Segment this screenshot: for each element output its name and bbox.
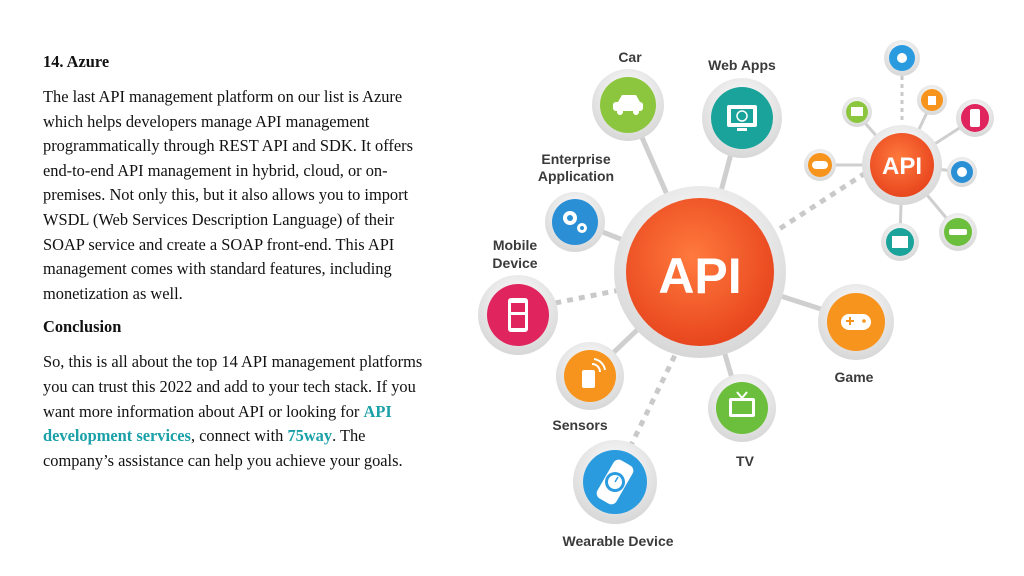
mini-gears-node xyxy=(947,157,977,187)
wearable-node xyxy=(573,440,657,524)
conclusion-paragraph: So, this is all about the top 14 API man… xyxy=(43,350,438,473)
mini-monitor-icon xyxy=(851,107,863,116)
watch-icon xyxy=(596,459,634,505)
mini-api-hub: API xyxy=(862,125,942,205)
75way-link[interactable]: 75way xyxy=(287,426,333,446)
mini-phone-node xyxy=(956,99,994,137)
mini-tv-node xyxy=(881,223,919,261)
tv-label: TV xyxy=(736,453,755,469)
game-node xyxy=(818,284,894,360)
conclusion-text-1: So, this is all about the top 14 API man… xyxy=(43,352,423,421)
mobile-label-2: Device xyxy=(492,255,537,271)
conclusion-heading: Conclusion xyxy=(43,317,122,337)
phone-icon xyxy=(508,298,528,332)
sensors-label: Sensors xyxy=(552,417,607,433)
mini-monitor-node xyxy=(842,97,872,127)
web-apps-label: Web Apps xyxy=(708,57,776,73)
mini-car-node xyxy=(939,213,977,251)
mini-watch-icon xyxy=(897,53,907,63)
sensor-icon xyxy=(582,358,606,388)
web-apps-node xyxy=(702,78,782,158)
api-development-services-link[interactable]: API development services xyxy=(43,401,392,446)
api-hub-label: API xyxy=(658,248,741,304)
tv-icon xyxy=(729,391,755,417)
mini-wearable-node xyxy=(884,40,920,76)
mini-gamepad-icon xyxy=(812,161,828,169)
mini-sensor-node xyxy=(917,85,947,115)
mini-tv-icon xyxy=(892,236,908,248)
api-hub: API xyxy=(614,186,786,358)
car-label: Car xyxy=(618,49,642,65)
enterprise-label-1: Enterprise xyxy=(541,151,610,167)
mini-sensor-icon xyxy=(928,96,936,105)
mini-gamepad-node xyxy=(804,149,836,181)
enterprise-label-2: Application xyxy=(538,168,614,184)
tv-node xyxy=(708,374,776,442)
article-text: 14. Azure The last API management platfo… xyxy=(43,52,438,484)
mini-gears-icon xyxy=(957,167,967,177)
mobile-label-1: Mobile xyxy=(493,237,538,253)
section-heading: 14. Azure xyxy=(43,52,110,71)
enterprise-node xyxy=(545,192,605,252)
gears-icon xyxy=(563,211,587,233)
car-node xyxy=(592,69,664,141)
gamepad-icon xyxy=(841,314,871,330)
sensors-node xyxy=(556,342,624,410)
conclusion-text-3: . The company’s assistance can help you … xyxy=(43,426,403,470)
monitor-icon xyxy=(727,105,757,131)
conclusion-text-2: , connect with xyxy=(190,426,288,446)
wearable-label: Wearable Device xyxy=(562,533,673,549)
mobile-node xyxy=(478,275,558,355)
azure-paragraph: The last API management platform on our … xyxy=(43,87,413,303)
game-label: Game xyxy=(835,369,874,385)
car-icon xyxy=(613,95,643,115)
mini-car-icon xyxy=(949,229,967,235)
mini-api-label: API xyxy=(882,153,922,180)
mini-phone-icon xyxy=(970,109,980,127)
